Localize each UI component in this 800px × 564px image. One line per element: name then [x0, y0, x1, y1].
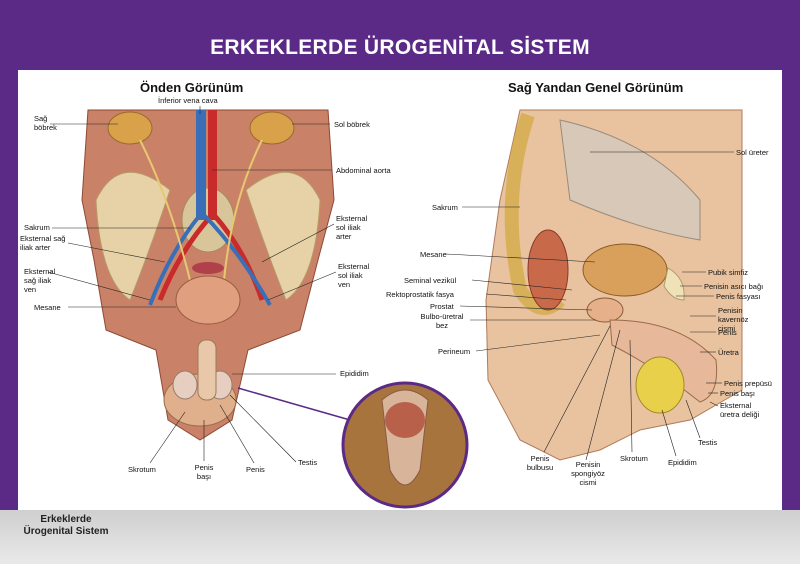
side-leader-line	[485, 293, 567, 301]
label-eksternal-sol-iliak-ven: Eksternal sol iliak ven	[338, 262, 370, 289]
pelvic-bone-left	[95, 171, 171, 301]
label-penis-basi-front: Penis başı	[194, 463, 214, 481]
label-penis-prepusu: Penis prepüsü	[724, 379, 772, 388]
label-sag-bobrek: Sağ böbrek	[34, 114, 57, 132]
label-abdominal-aorta: Abdominal aorta	[336, 166, 391, 175]
side-leader-line	[445, 253, 596, 263]
left-kidney-shape	[249, 111, 295, 145]
label-sakrum-side: Sakrum	[432, 203, 458, 212]
front-leader-lines	[47, 106, 337, 464]
label-epididim-side: Epididim	[668, 458, 697, 467]
front-leader-line	[149, 411, 186, 464]
iliac-vein-right	[202, 213, 272, 306]
side-view-illustration	[485, 109, 743, 461]
label-penisin-spongiyoz-cismi: Penisin spongiyöz cismi	[571, 460, 605, 487]
footer-bar	[0, 510, 800, 564]
label-epididim-front: Epididim	[340, 369, 369, 378]
front-leader-line	[47, 271, 151, 301]
label-testis-side: Testis	[698, 438, 718, 447]
side-leader-line	[661, 409, 677, 457]
bladder-shape	[175, 275, 241, 325]
label-inferior-vena-cava: İnferior vena cava	[158, 96, 218, 105]
label-rektoprostatik-fasya: Rektoprostatik fasya	[386, 290, 454, 299]
footer-caption: Erkeklerde Ürogenital Sistem	[23, 514, 109, 537]
side-leader-line	[585, 329, 621, 461]
label-penisin-asici-bagi: Penisin asıcı bağı	[704, 282, 764, 291]
side-view-title: Sağ Yandan Genel Görünüm	[508, 80, 684, 95]
label-penis-basi-side: Penis başı	[720, 389, 756, 398]
aorta-shape	[208, 110, 217, 220]
side-intestine-shape	[559, 119, 701, 241]
label-uretra: Üretra	[718, 348, 739, 357]
front-view-title: Önden Görünüm	[140, 80, 244, 95]
side-leader-line	[709, 401, 719, 407]
side-bladder-shape	[582, 243, 668, 297]
side-leader-lines	[445, 151, 734, 461]
label-bulbo-uretral-bez: Bulbo-üretral bez	[420, 312, 464, 330]
label-eksternal-sag-iliak-arter: Eksternal sağ iliak arter	[20, 234, 66, 252]
vena-cava-shape	[196, 110, 206, 220]
label-skrotum-front: Skrotum	[128, 465, 156, 474]
label-testis-front: Testis	[298, 458, 318, 467]
ureter-left	[139, 139, 191, 281]
right-kidney-shape	[107, 111, 153, 145]
penis-shape	[197, 339, 217, 401]
side-leader-line	[629, 339, 633, 453]
iliac-artery-right	[212, 213, 265, 301]
label-sol-ureter: Sol üreter	[736, 148, 769, 157]
label-eksternal-uretra-deligi: Eksternal üretra deliği	[720, 401, 760, 419]
bladder-opening	[192, 262, 224, 274]
side-testis-shape	[635, 356, 685, 414]
side-rectum-shape	[527, 229, 569, 311]
side-leader-line	[475, 334, 601, 352]
label-skrotum-side: Skrotum	[620, 454, 648, 463]
label-penis-side: Penis	[718, 328, 737, 337]
inset-detail-illustration	[237, 381, 469, 509]
testis-left-shape	[172, 370, 198, 400]
label-mesane-front: Mesane	[34, 303, 61, 312]
label-sol-bobrek: Sol böbrek	[334, 120, 370, 129]
side-leader-line	[459, 305, 593, 311]
inset-prostate-shape	[385, 402, 425, 438]
label-seminal-vezikul: Seminal vezikül	[404, 276, 457, 285]
label-mesane-side: Mesane	[420, 250, 447, 259]
label-penis-fasyasi: Penis fasyası	[716, 292, 761, 301]
label-sakrum-front: Sakrum	[24, 223, 50, 232]
front-leader-line	[67, 242, 166, 263]
front-leader-line	[261, 223, 335, 263]
label-perineum: Perineum	[438, 347, 471, 356]
side-pubic-symphysis-shape	[663, 267, 685, 301]
label-prostat: Prostat	[430, 302, 454, 311]
side-prostate-shape	[586, 297, 624, 323]
label-eksternal-sag-iliak-ven: Eksternal sağ iliak ven	[24, 267, 56, 294]
inset-connector-line	[237, 387, 351, 421]
iliac-vein-left	[148, 213, 202, 306]
front-leader-line	[219, 404, 255, 464]
ureter-right	[223, 139, 263, 281]
label-eksternal-sol-iliak-arter: Eksternal sol iliak arter	[336, 214, 368, 241]
side-leader-line	[685, 399, 701, 439]
poster-title: ERKEKLERDE ÜROGENİTAL SİSTEM	[210, 36, 590, 59]
front-leader-line	[267, 271, 337, 301]
side-leader-line	[543, 325, 611, 453]
label-penis-bulbusu: Penis bulbusu	[526, 454, 554, 472]
pelvic-bone-right	[245, 171, 321, 301]
label-penisin-kavernoz-cismi: Penisin kavernöz cismi	[718, 306, 749, 333]
front-leader-line	[229, 394, 297, 463]
front-view-illustration	[81, 109, 335, 441]
label-pubik-simfiz: Pubik simfiz	[708, 268, 749, 277]
header-bar	[0, 0, 800, 70]
side-leader-line	[471, 279, 573, 291]
label-penis-front: Penis	[246, 465, 265, 474]
